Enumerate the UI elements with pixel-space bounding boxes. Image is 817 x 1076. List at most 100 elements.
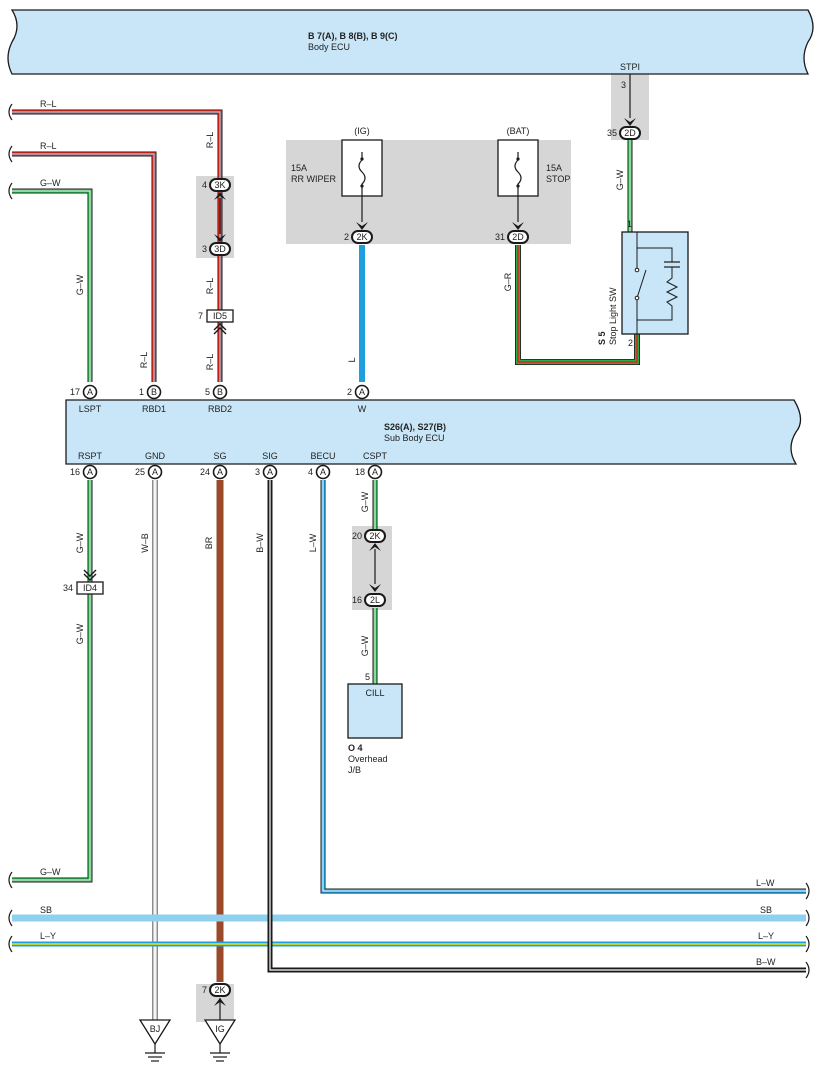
connector-2l-label: 2L (370, 595, 380, 605)
label-b-w-h: B–W (756, 957, 776, 967)
label-b-w-v: B–W (255, 533, 265, 553)
connector-2d-stpi: 2D 35 3 (607, 80, 641, 140)
body-ecu-name: Body ECU (308, 42, 350, 52)
wire-r-l-upper (12, 109, 223, 382)
pin-sg-num: 24 (200, 467, 210, 477)
connector-id5-pin: 7 (198, 311, 203, 321)
pin-rbd1-num: 1 (139, 387, 144, 397)
pin-rbd2-name: RBD2 (208, 404, 232, 414)
label-g-w-v3: G–W (75, 623, 85, 644)
connector-2d-stpi-pin: 35 (607, 128, 617, 138)
overhead-jb-terminal: CILL (365, 688, 384, 698)
pin-cspt-name: CSPT (363, 451, 388, 461)
label-g-w-v1: G–W (75, 274, 85, 295)
pin-gnd-name: GND (145, 451, 166, 461)
stop-light-sw-name: Stop Light SW (608, 287, 618, 345)
label-r-l-v2: R–L (205, 278, 215, 295)
label-r-l-1: R–L (40, 99, 57, 109)
label-g-r-v: G–R (503, 272, 513, 291)
connector-3d-label: 3D (214, 244, 226, 254)
sub-body-ecu-bottom-pins: RSPT A 16 GND A 25 SG A 24 SIG A 3 BECU … (70, 451, 388, 480)
connector-2d-fuse-label: 2D (512, 232, 524, 242)
connector-id5: ID5 7 (198, 309, 234, 335)
sub-body-ecu-name: Sub Body ECU (384, 433, 445, 443)
stop-light-sw-pin-bottom: 2 (628, 338, 633, 348)
pin-rspt-name: RSPT (78, 451, 103, 461)
stop-light-switch: 1 2 S 5 Stop Light SW (597, 219, 689, 348)
ground-bj-label: BJ (150, 1024, 161, 1034)
pin-cspt-conn: A (372, 467, 378, 477)
connector-2k-mid-pin: 20 (352, 531, 362, 541)
label-g-w-1: G–W (40, 178, 61, 188)
pin-rbd1-conn: B (151, 387, 157, 397)
label-sb-right: SB (760, 905, 772, 915)
wire-b-w (267, 480, 806, 973)
pin-becu-conn: A (320, 467, 326, 477)
connector-2k-fuse: 2K 2 (344, 222, 373, 244)
pin-w-conn: A (359, 387, 365, 397)
overhead-jb-code: O 4 (348, 743, 363, 753)
ground-ig-label: IG (215, 1024, 225, 1034)
wire-g-r (515, 245, 640, 365)
connector-3k-label: 3K (214, 180, 225, 190)
connector-2k-bottom: 2K 7 (202, 983, 231, 1006)
label-r-l-v3: R–L (205, 354, 215, 371)
wire-g-w-rspt (12, 480, 93, 883)
sub-body-ecu-codes: S26(A), S27(B) (384, 422, 446, 432)
wire-ends-left (8, 103, 13, 953)
overhead-jb-name-2: J/B (348, 765, 361, 775)
pin-w-num: 2 (347, 387, 352, 397)
label-r-l-v1: R–L (205, 132, 215, 149)
label-l-w-h: L–W (756, 878, 775, 888)
pin-cspt-num: 18 (355, 467, 365, 477)
label-br-v: BR (204, 536, 214, 549)
pin-rbd2-num: 5 (205, 387, 210, 397)
connector-2d-fuse: 2D 31 (495, 222, 529, 244)
wire-l-w-becu (320, 480, 806, 894)
label-l-y-left: L–Y (40, 931, 56, 941)
wire-g-w-lspt (12, 188, 93, 382)
ground-bj: BJ (138, 1019, 172, 1062)
connector-3k-pin: 4 (202, 180, 207, 190)
pin-w-name: W (358, 404, 367, 414)
pin-sig-num: 3 (255, 467, 260, 477)
fuse-stop-source: (BAT) (507, 126, 530, 136)
connector-id4-pin: 34 (63, 583, 73, 593)
pin-becu-name: BECU (310, 451, 335, 461)
fuse-rr-wiper-name: RR WIPER (291, 174, 337, 184)
label-g-w-bottom: G–W (40, 867, 61, 877)
pin-rbd2-conn: B (217, 387, 223, 397)
connector-2k-bottom-label: 2K (214, 985, 225, 995)
wire-labels: R–L R–L G–W R–L R–L R–L R–L G–W L G–R G–… (40, 99, 776, 967)
connector-2k-bottom-pin: 7 (202, 985, 207, 995)
connector-2k-mid-label: 2K (369, 531, 380, 541)
pin-sig-conn: A (267, 467, 273, 477)
connector-2d-stpi-label: 2D (624, 128, 636, 138)
sub-body-ecu-top-pins: A 17 LSPT B 1 RBD1 B 5 RBD2 A 2 W (70, 384, 370, 414)
pin-gnd-conn: A (152, 467, 158, 477)
stop-light-sw-code: S 5 (597, 331, 607, 345)
pin-rspt-conn: A (87, 467, 93, 477)
stpi-pin-num: 3 (621, 80, 626, 90)
overhead-jb: CILL 5 O 4 Overhead J/B (347, 672, 403, 775)
label-l-y-right: L–Y (758, 931, 774, 941)
fuse-stop-rating: 15A (546, 163, 562, 173)
label-g-w-stpi: G–W (615, 169, 625, 190)
label-r-l-2: R–L (40, 141, 57, 151)
pin-sg-name: SG (213, 451, 226, 461)
connector-id4: ID4 34 (63, 569, 104, 595)
pin-lspt-num: 17 (70, 387, 80, 397)
label-w-b-v: W–B (140, 533, 150, 553)
connector-2k-fuse-label: 2K (356, 232, 367, 242)
pin-sg-conn: A (217, 467, 223, 477)
fuse-stop: (BAT) 15A STOP (497, 126, 570, 222)
label-sb-left: SB (40, 905, 52, 915)
label-l-v: L (347, 357, 357, 362)
body-ecu-pin-name: STPI (620, 62, 640, 72)
pin-gnd-num: 25 (135, 467, 145, 477)
pin-sig-name: SIG (262, 451, 278, 461)
connector-3d-pin: 3 (202, 244, 207, 254)
junction-2k-2l: 2K 20 2L 16 (352, 529, 386, 607)
wire-ends-right (805, 882, 810, 979)
